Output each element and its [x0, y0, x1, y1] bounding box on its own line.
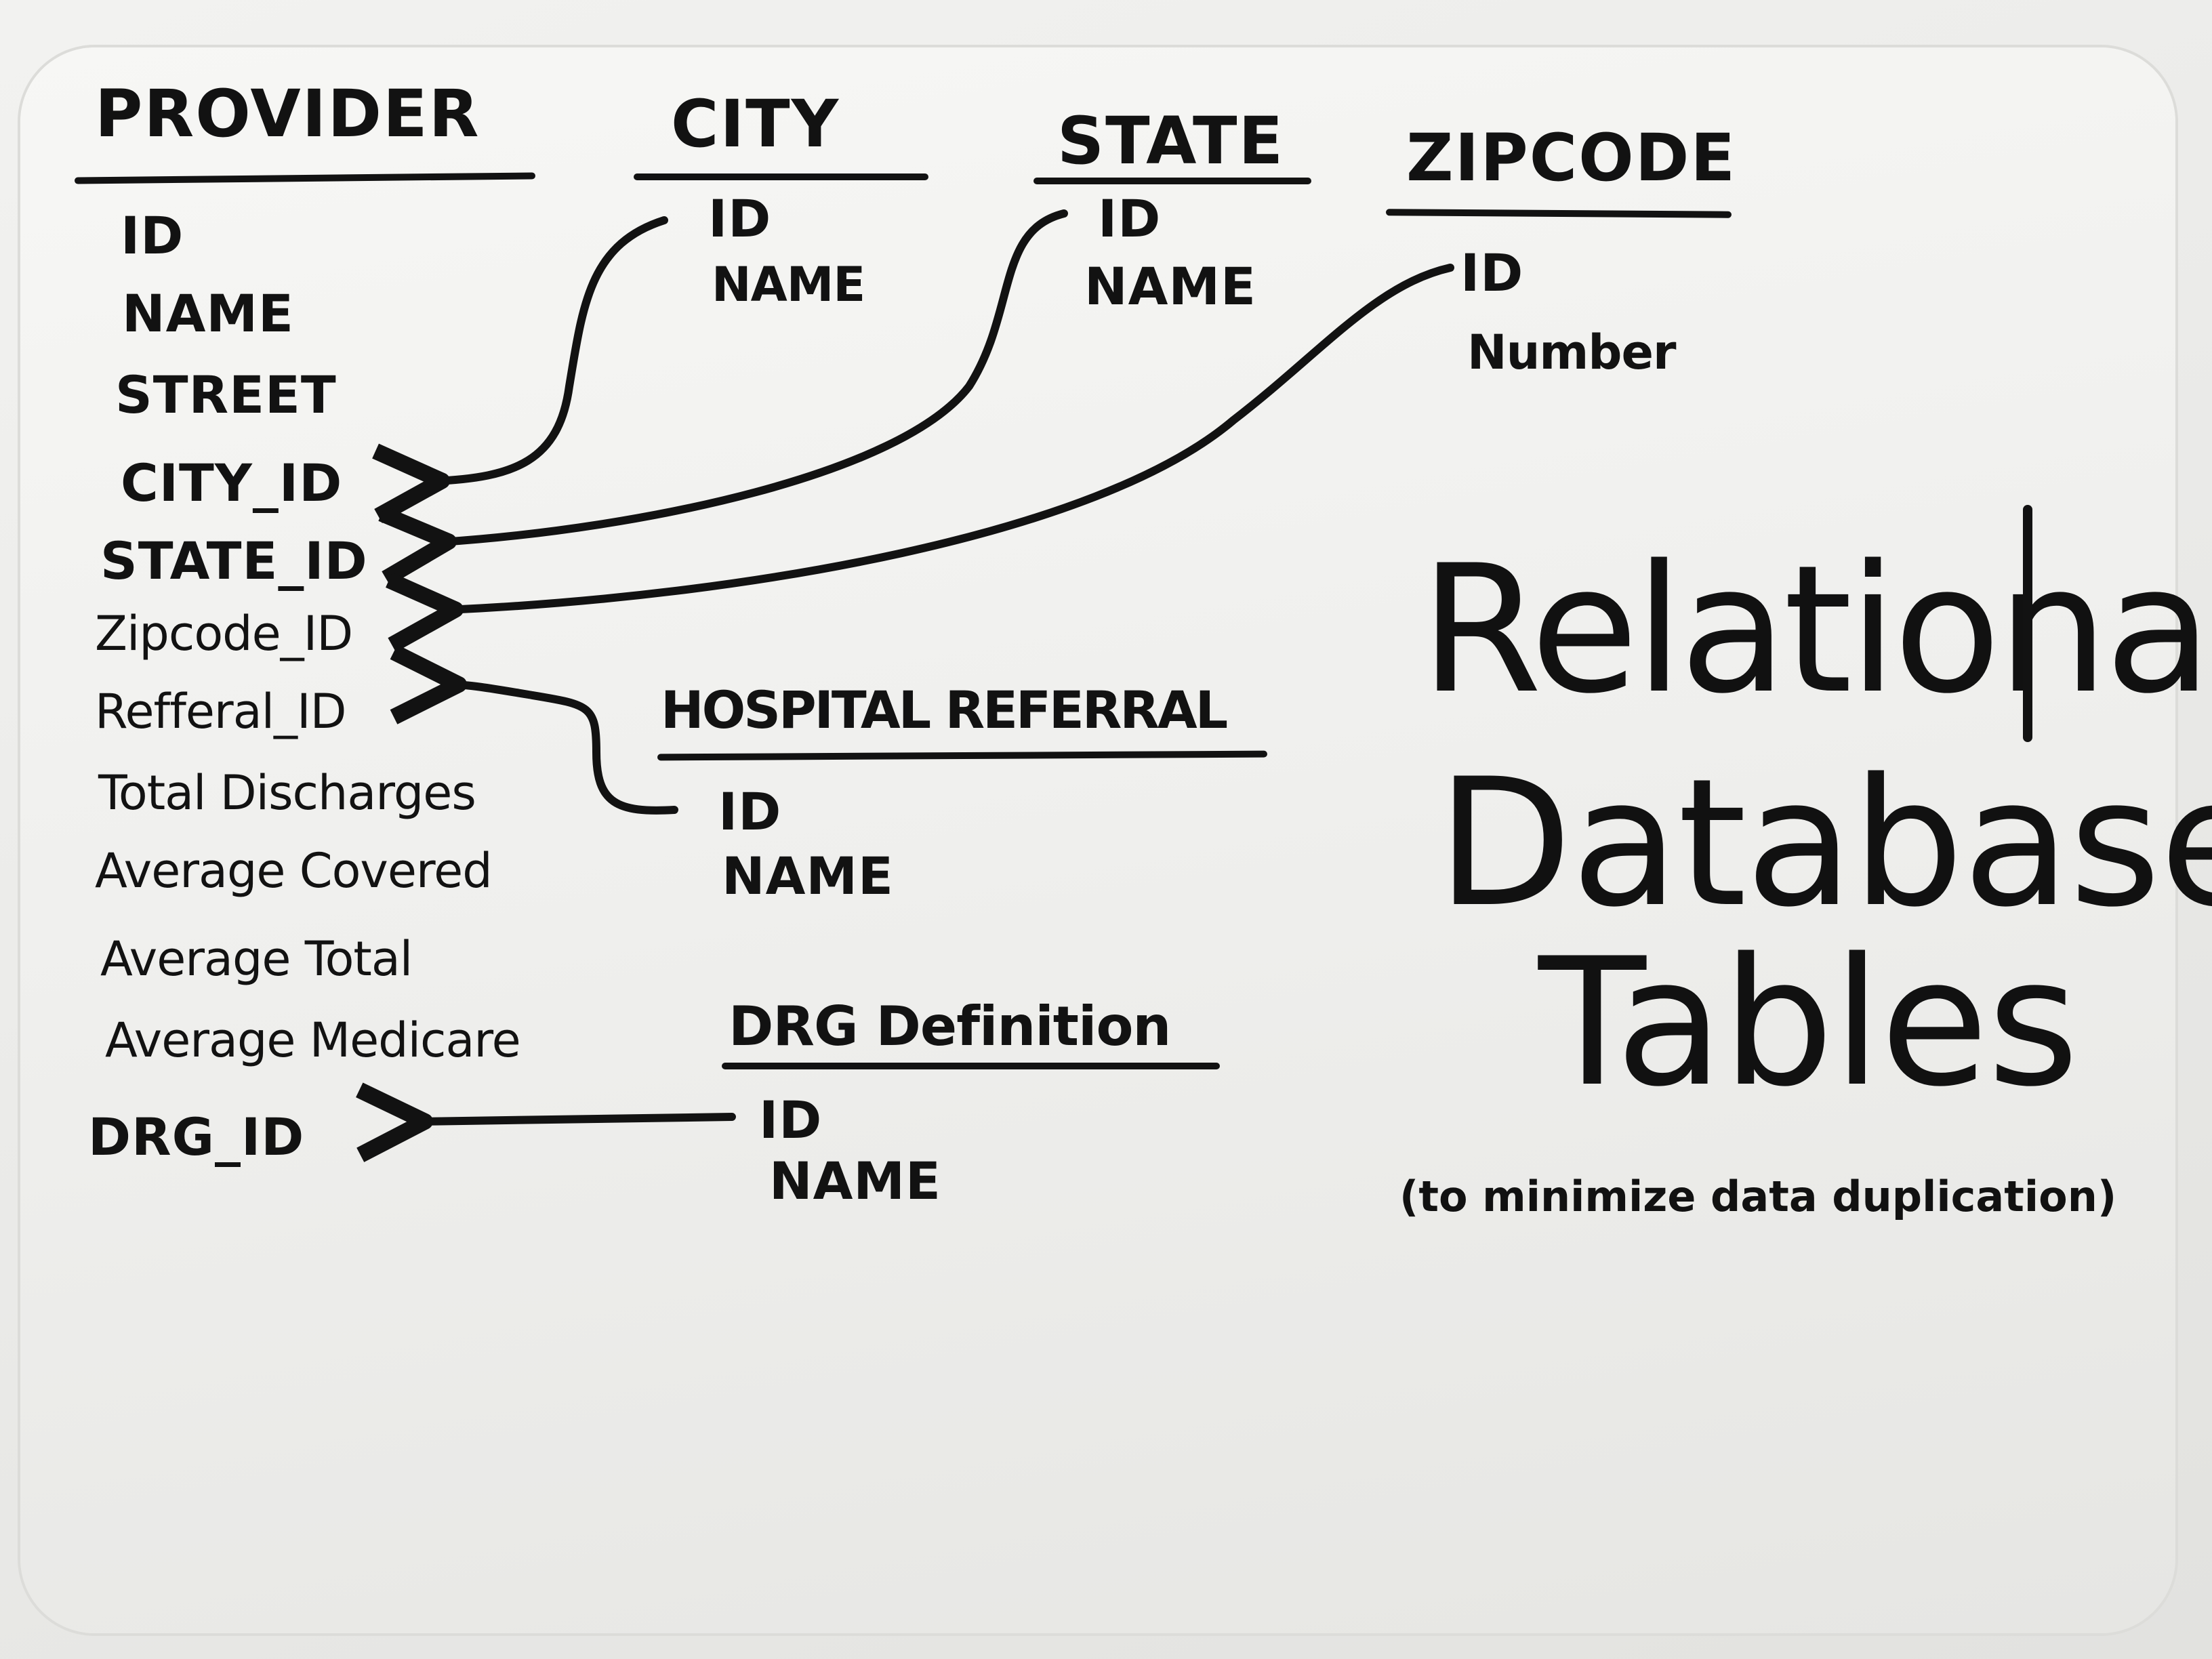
provider-field: Average Medicare [105, 1012, 521, 1068]
drg-definition-table-title: DRG Definition [729, 995, 1171, 1058]
provider-field: STATE_ID [100, 531, 368, 591]
zipcode-table-title: ZIPCODE [1406, 120, 1737, 196]
state-title-underline [1033, 178, 1311, 184]
state-relation-arrow [378, 209, 1068, 586]
heading-line-tables: Tables [1538, 921, 2079, 1126]
heading-stroke-l [2023, 505, 2032, 742]
zipcode-field: ID [1460, 243, 1524, 303]
city-field: NAME [712, 257, 865, 312]
heading-line-database: Database [1437, 741, 2212, 946]
hospital-referral-field: ID [718, 781, 782, 842]
city-field: ID [708, 188, 772, 249]
state-table-title: STATE [1057, 103, 1285, 179]
drg-definition-field: ID [759, 1090, 823, 1150]
provider-field: Average Covered [95, 843, 493, 899]
state-field: NAME [1084, 256, 1256, 316]
provider-field: STREET [115, 365, 337, 425]
provider-field: Total Discharges [98, 765, 476, 821]
provider-field: NAME [122, 283, 294, 344]
zipcode-relation-arrow [386, 264, 1454, 653]
whiteboard-surface [20, 47, 2175, 1633]
provider-field: Average Total [100, 931, 413, 987]
city-title-underline [634, 173, 928, 180]
zipcode-field: Number [1467, 325, 1676, 380]
provider-table-title: PROVIDER [95, 76, 480, 152]
provider-field: Zipcode_ID [95, 606, 353, 661]
drg-definition-field: NAME [769, 1151, 941, 1211]
heading-caption: (to minimize data duplication) [1399, 1172, 2117, 1221]
provider-field: ID [121, 205, 184, 266]
provider-field: Refferal_ID [95, 684, 347, 739]
city-relation-arrow [372, 216, 668, 523]
drg-definition-title-underline [722, 1063, 1220, 1069]
heading-line-relational: Relational [1420, 528, 2212, 733]
provider-field: CITY_ID [121, 453, 343, 513]
referral-relation-arrow [390, 644, 678, 815]
provider-field: DRG_ID [88, 1107, 305, 1167]
hospital-referral-table-title: HOSPITAL REFERRAL [661, 680, 1228, 740]
city-table-title: CITY [671, 86, 840, 162]
state-field: ID [1098, 188, 1162, 249]
hospital-referral-field: NAME [722, 846, 894, 906]
drg-relation-arrow [356, 1082, 736, 1162]
